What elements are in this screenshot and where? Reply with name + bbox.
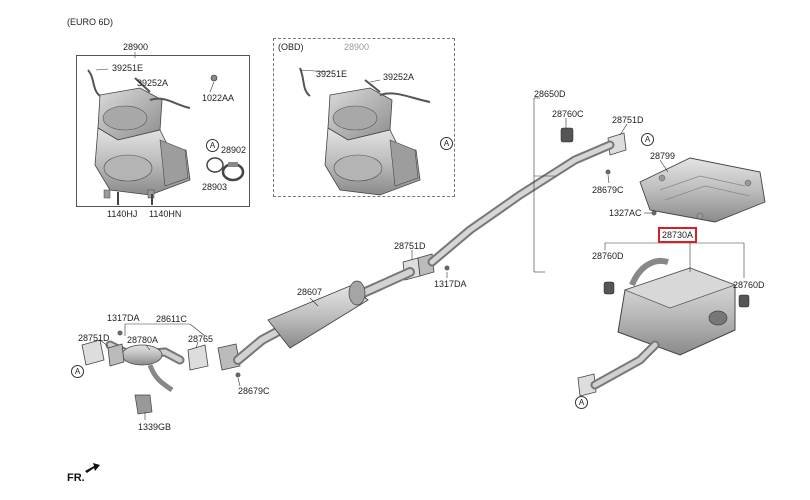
ref-marker-a: A [206, 139, 219, 152]
part-label-39252a-obd[interactable]: 39252A [383, 72, 415, 82]
part-label-28611c[interactable]: 28611C [156, 314, 187, 324]
ref-marker-a: A [575, 396, 588, 409]
obd-tag: (OBD) [278, 42, 304, 52]
part-label-28900[interactable]: 28900 [123, 42, 149, 52]
part-label-28760d-left[interactable]: 28760D [592, 251, 624, 261]
part-label-28730a[interactable]: 28730A [657, 227, 698, 243]
part-label-28760d-right[interactable]: 28760D [733, 280, 765, 290]
gasket-28902 [206, 157, 224, 173]
part-label-39251e[interactable]: 39251E [112, 63, 144, 73]
part-label-28679c-front[interactable]: 28679C [238, 386, 270, 396]
catalytic-converter-assembly [87, 69, 191, 199]
part-label-1022aa[interactable]: 1022AA [202, 93, 235, 103]
part-label-28751d-rear[interactable]: 28751D [612, 115, 644, 125]
part-label-28760c[interactable]: 28760C [552, 109, 584, 119]
heat-shield-28799 [639, 157, 766, 223]
part-label-28751d-center[interactable]: 28751D [394, 241, 426, 251]
front-direction-label: FR. [67, 472, 85, 484]
part-label-39251e-obd[interactable]: 39251E [316, 69, 348, 79]
ref-marker-a: A [71, 365, 84, 378]
part-label-28751d-front[interactable]: 28751D [78, 333, 110, 343]
part-label-28900-obd[interactable]: 28900 [344, 42, 370, 52]
part-label-28780a[interactable]: 28780A [127, 335, 159, 345]
bolts-1140 [117, 192, 153, 205]
part-label-1327ac[interactable]: 1327AC [609, 208, 642, 218]
ref-marker-a: A [440, 137, 453, 150]
obd-group-box [273, 38, 455, 197]
center-pipe-28607 [233, 267, 415, 365]
obd-catalytic-converter-assembly [299, 67, 431, 196]
part-label-1140hj[interactable]: 1140HJ [107, 209, 138, 219]
part-label-1317da-center[interactable]: 1317DA [434, 279, 467, 289]
part-label-28799[interactable]: 28799 [650, 151, 676, 161]
part-label-1317da-front[interactable]: 1317DA [107, 313, 140, 323]
variant-heading: (EURO 6D) [67, 17, 114, 27]
part-label-1339gb[interactable]: 1339GB [138, 422, 172, 432]
part-label-28679c-rear[interactable]: 28679C [592, 185, 624, 195]
clamp-28903 [221, 162, 245, 182]
catalyst-group-box [76, 55, 250, 207]
part-label-1140hn[interactable]: 1140HN [149, 209, 182, 219]
leader-lines [95, 52, 745, 420]
part-label-28650d[interactable]: 28650D [534, 89, 566, 99]
part-label-39252a[interactable]: 39252A [137, 78, 169, 88]
hangers [117, 127, 750, 378]
nut-1022aa [210, 74, 218, 82]
rear-pipe-28650d [427, 140, 615, 267]
ref-marker-a: A [641, 133, 654, 146]
part-label-28902[interactable]: 28902 [221, 145, 247, 155]
part-label-28765[interactable]: 28765 [188, 334, 214, 344]
part-label-28607[interactable]: 28607 [297, 287, 323, 297]
front-arrow-icon [85, 463, 100, 473]
muffler-28730a [590, 258, 737, 390]
part-label-28903[interactable]: 28903 [202, 182, 228, 192]
